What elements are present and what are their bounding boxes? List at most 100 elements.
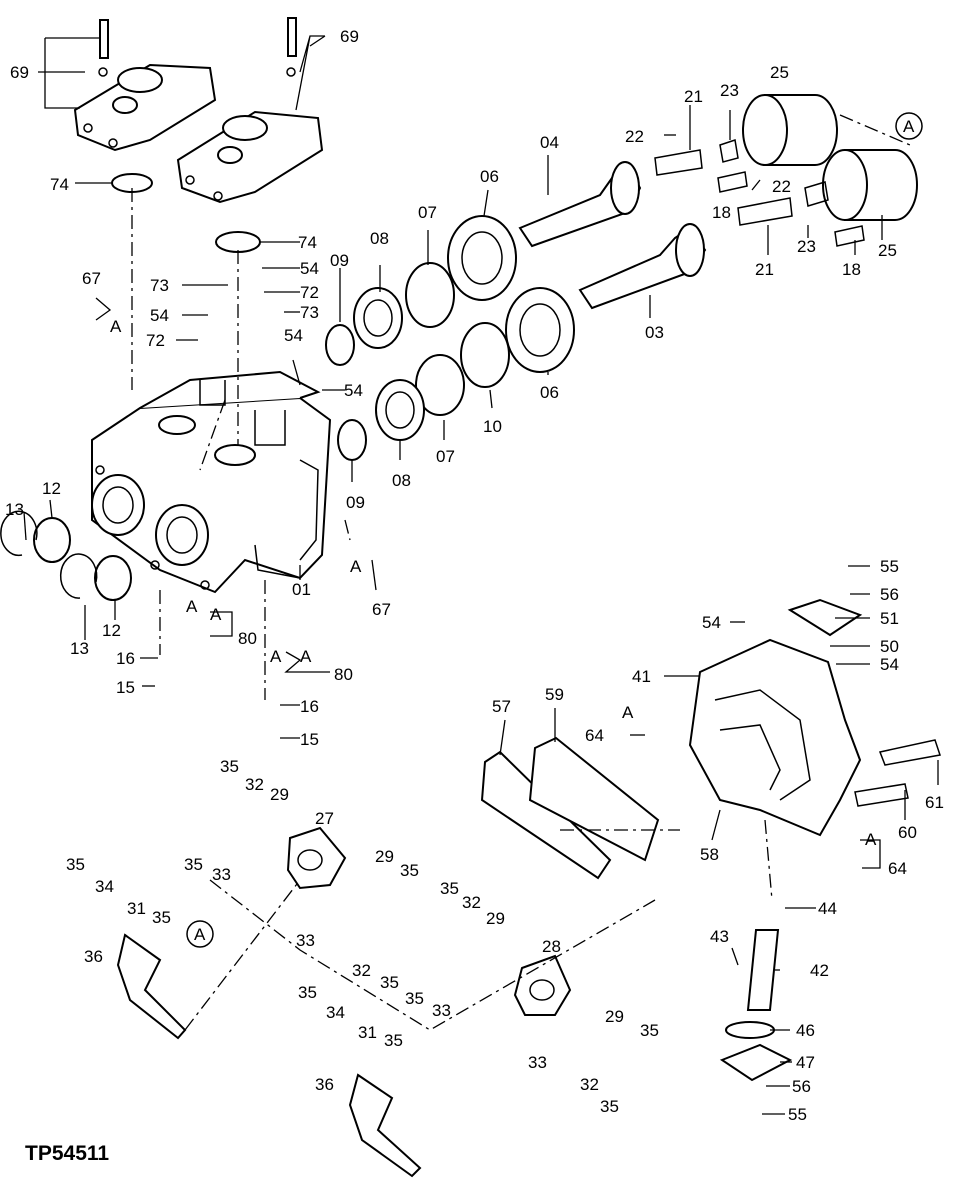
callout-29: 29 xyxy=(605,1007,624,1026)
callout-51: 51 xyxy=(880,609,899,628)
callout-28: 28 xyxy=(542,937,561,956)
callout-12: 12 xyxy=(42,479,61,498)
callout-35: 35 xyxy=(152,908,171,927)
callout-33: 33 xyxy=(432,1001,451,1020)
callout-15: 15 xyxy=(116,678,135,697)
callout-32: 32 xyxy=(245,775,264,794)
callout-69-left: 69 xyxy=(10,63,29,82)
callout-35: 35 xyxy=(184,855,203,874)
callout-08: 08 xyxy=(392,471,411,490)
callout-55: 55 xyxy=(788,1105,807,1124)
callout-44: 44 xyxy=(818,899,837,918)
callout-74-left: 74 xyxy=(50,175,69,194)
callout-18: 18 xyxy=(712,203,731,222)
callout-09: 09 xyxy=(346,493,365,512)
callout-10: 10 xyxy=(483,417,502,436)
callout-35: 35 xyxy=(298,983,317,1002)
callout-74-right: 74 xyxy=(298,233,317,252)
callout-72: 72 xyxy=(146,331,165,350)
callout-73: 73 xyxy=(300,303,319,322)
callout-35: 35 xyxy=(384,1031,403,1050)
callout-54: 54 xyxy=(880,655,899,674)
callout-13: 13 xyxy=(70,639,89,658)
callout-04: 04 xyxy=(540,133,559,152)
reference-circle-a-label: A xyxy=(194,925,206,944)
callout-12: 12 xyxy=(102,621,121,640)
cylinder-block-drawing xyxy=(654,94,918,247)
gasket-drawing xyxy=(480,736,660,880)
callout-56: 56 xyxy=(880,585,899,604)
regulator-drawing-left xyxy=(73,19,217,193)
callout-67: 67 xyxy=(372,600,391,619)
callout-34: 34 xyxy=(326,1003,345,1022)
callout-73: 73 xyxy=(150,276,169,295)
callout-32: 32 xyxy=(462,893,481,912)
callout-06: 06 xyxy=(480,167,499,186)
callout-22: 22 xyxy=(625,127,644,146)
callout-35: 35 xyxy=(380,973,399,992)
callout-29: 29 xyxy=(270,785,289,804)
callout-47: 47 xyxy=(796,1053,815,1072)
callout-33: 33 xyxy=(528,1053,547,1072)
callout-35: 35 xyxy=(440,879,459,898)
callout-35: 35 xyxy=(400,861,419,880)
callout-60: 60 xyxy=(898,823,917,842)
callout-36: 36 xyxy=(84,947,103,966)
callout-15: 15 xyxy=(300,730,319,749)
callout-29: 29 xyxy=(486,909,505,928)
reference-a: A xyxy=(622,703,634,722)
callout-54: 54 xyxy=(284,326,303,345)
reference-a: A xyxy=(300,647,312,666)
callout-16: 16 xyxy=(300,697,319,716)
callout-23: 23 xyxy=(797,237,816,256)
regulator-drawing-right xyxy=(176,17,324,253)
callout-32: 32 xyxy=(352,961,371,980)
callout-21: 21 xyxy=(684,87,703,106)
callout-35: 35 xyxy=(640,1021,659,1040)
callout-67: 67 xyxy=(82,269,101,288)
reference-a: A xyxy=(110,317,122,336)
callout-42: 42 xyxy=(810,961,829,980)
callout-35: 35 xyxy=(220,757,239,776)
callout-54: 54 xyxy=(150,306,169,325)
callout-57: 57 xyxy=(492,697,511,716)
callout-22: 22 xyxy=(772,177,791,196)
leader-lines xyxy=(23,35,939,1115)
callout-34: 34 xyxy=(95,877,114,896)
shaft-assembly-drawing xyxy=(0,161,707,601)
callout-50: 50 xyxy=(880,637,899,656)
callout-33: 33 xyxy=(212,865,231,884)
callout-72: 72 xyxy=(300,283,319,302)
callout-36: 36 xyxy=(315,1075,334,1094)
callout-21: 21 xyxy=(755,260,774,279)
pump-housing-drawing xyxy=(91,370,332,594)
drawing-code: TP54511 xyxy=(25,1142,109,1165)
callout-09: 09 xyxy=(330,251,349,270)
callout-41: 41 xyxy=(632,667,651,686)
callout-35: 35 xyxy=(405,989,424,1008)
callout-54: 54 xyxy=(702,613,721,632)
callout-64: 64 xyxy=(888,859,907,878)
callout-08: 08 xyxy=(370,229,389,248)
reference-a: A xyxy=(270,647,282,666)
callout-33: 33 xyxy=(296,931,315,950)
callout-29: 29 xyxy=(375,847,394,866)
callout-01: 01 xyxy=(292,580,311,599)
reference-circle-a-2 xyxy=(186,920,214,948)
callout-07: 07 xyxy=(418,203,437,222)
callout-18: 18 xyxy=(842,260,861,279)
assembly-lines xyxy=(131,114,911,1031)
callout-80: 80 xyxy=(238,629,257,648)
callout-80: 80 xyxy=(334,665,353,684)
reference-a: A xyxy=(350,557,362,576)
callout-27: 27 xyxy=(315,809,334,828)
callout-56: 56 xyxy=(792,1077,811,1096)
callout-13: 13 xyxy=(5,500,24,519)
callout-69-right: 69 xyxy=(340,27,359,46)
gear-housing-drawing xyxy=(688,598,941,1082)
callout-61: 61 xyxy=(925,793,944,812)
reference-circle-a-label: A xyxy=(903,117,915,136)
reference-a: A xyxy=(186,597,198,616)
shift-fork-drawing xyxy=(116,826,572,1178)
callout-25: 25 xyxy=(770,63,789,82)
